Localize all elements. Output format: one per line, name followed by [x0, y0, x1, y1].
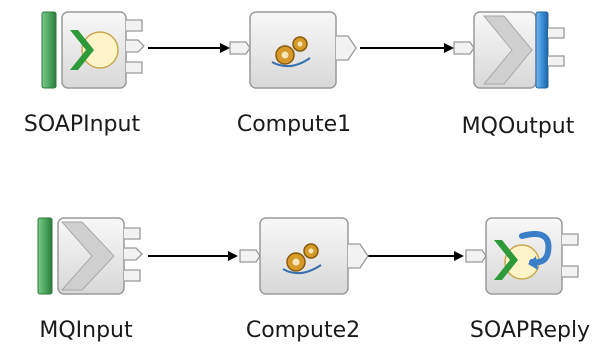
compute1-node[interactable]	[229, 11, 357, 89]
terminal-icon[interactable]	[126, 19, 145, 74]
terminal-icon[interactable]	[562, 233, 579, 278]
compute-gears-icon	[271, 36, 311, 68]
soapreply-node[interactable]	[465, 217, 579, 295]
mq-input-icon	[60, 221, 115, 291]
terminal-icon[interactable]	[124, 227, 143, 282]
compute2-node[interactable]	[239, 217, 369, 295]
mqinput-label: MQInput	[39, 318, 133, 343]
soap-reply-icon	[494, 231, 552, 280]
soapinput-label: SOAPInput	[23, 112, 141, 137]
mqoutput-node[interactable]	[453, 11, 565, 89]
terminal-icon[interactable]	[239, 249, 261, 263]
compute1-label: Compute1	[236, 112, 352, 137]
soapinput-node[interactable]	[41, 11, 145, 89]
terminal-icon[interactable]	[336, 35, 357, 61]
terminal-icon[interactable]	[465, 249, 487, 263]
compute-gears-icon	[282, 243, 322, 275]
terminal-icon[interactable]	[453, 41, 475, 55]
mq-output-icon	[482, 15, 533, 85]
soap-input-icon	[70, 30, 119, 70]
soapreply-label: SOAPReply	[469, 318, 591, 343]
compute2-label: Compute2	[245, 318, 361, 343]
terminal-icon[interactable]	[348, 243, 369, 269]
mqoutput-label: MQOutput	[461, 114, 575, 139]
mqinput-node[interactable]	[37, 217, 143, 295]
terminal-icon[interactable]	[229, 41, 251, 55]
terminal-icon[interactable]	[548, 27, 565, 67]
